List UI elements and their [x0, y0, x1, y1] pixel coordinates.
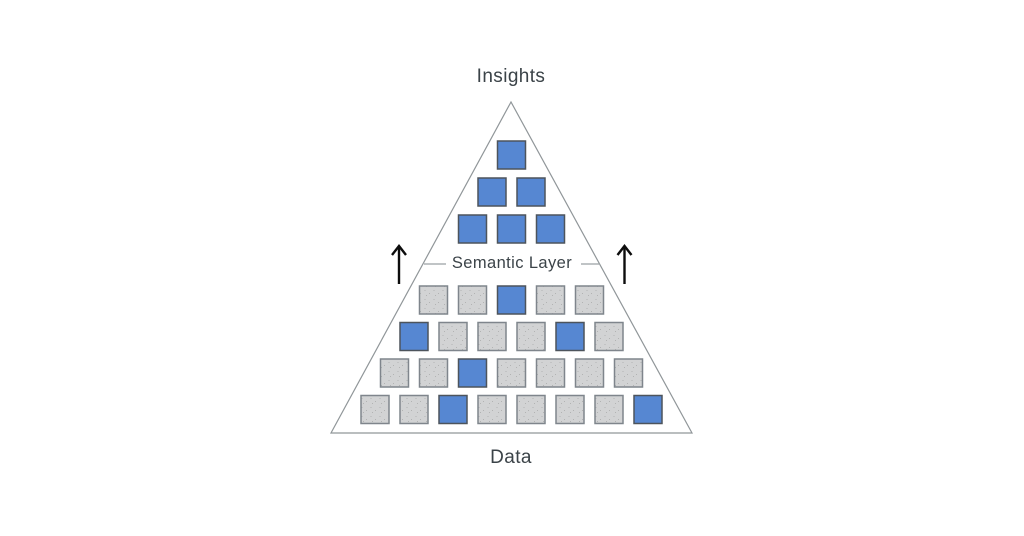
square-r3-c1: [457, 214, 488, 244]
up-arrow-right-icon: [616, 244, 633, 284]
square-r5-c2: [438, 321, 468, 352]
pyramid-outline: [329, 100, 694, 434]
square-r6-c7: [613, 358, 644, 388]
square-r6-c4: [496, 358, 527, 388]
square-r2-c1: [477, 177, 507, 207]
square-r1-c1: [496, 140, 527, 170]
square-r5-c5: [555, 321, 585, 352]
square-r3-c3: [535, 214, 566, 244]
square-r7-c1: [360, 394, 390, 425]
square-r7-c6: [555, 394, 585, 425]
square-r5-c6: [594, 321, 624, 352]
square-r4-c4: [535, 285, 566, 315]
square-r2-c2: [516, 177, 546, 207]
square-r6-c1: [379, 358, 410, 388]
square-r4-c3: [496, 285, 527, 315]
square-r7-c5: [516, 394, 546, 425]
data-label: Data: [490, 447, 532, 468]
square-r7-c7: [594, 394, 624, 425]
square-r6-c3: [457, 358, 488, 388]
square-r4-c2: [457, 285, 488, 315]
square-r5-c3: [477, 321, 507, 352]
up-arrow-left-icon: [391, 244, 407, 284]
square-r6-c5: [535, 358, 566, 388]
square-r7-c4: [477, 394, 507, 425]
square-r4-c1: [418, 285, 449, 315]
semantic-layer-label: Semantic Layer: [451, 254, 573, 272]
square-r7-c8: [633, 394, 663, 425]
square-r3-c2: [496, 214, 527, 244]
insights-label: Insights: [476, 66, 546, 87]
square-r5-c1: [399, 321, 429, 352]
square-r6-c2: [418, 358, 449, 388]
square-r4-c5: [574, 285, 605, 315]
square-r6-c6: [574, 358, 605, 388]
square-r7-c2: [399, 394, 429, 425]
square-r5-c4: [516, 321, 546, 352]
square-r7-c3: [438, 394, 468, 425]
